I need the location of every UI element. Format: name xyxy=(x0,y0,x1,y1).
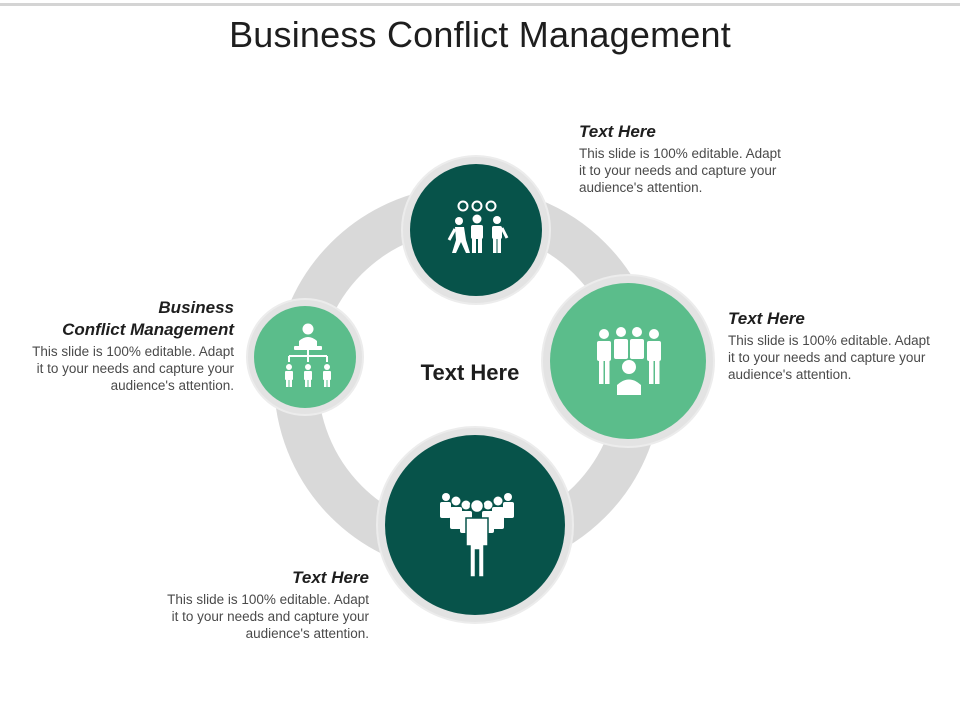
body-line: audience's attention. xyxy=(728,367,852,382)
body-line: it to your needs and capture your xyxy=(36,361,234,376)
text-block-heading-line: Business xyxy=(158,298,234,317)
body-line: This slide is 100% editable. Adapt xyxy=(579,146,781,161)
node-top xyxy=(401,155,551,305)
body-line: audience's attention. xyxy=(110,378,234,393)
team-ideas-icon xyxy=(447,200,509,253)
body-line: This slide is 100% editable. Adapt xyxy=(728,333,930,348)
center-label: Text Here xyxy=(420,360,520,385)
text-block-body: This slide is 100% editable. Adapt it to… xyxy=(140,591,369,642)
text-block-left: Business Conflict Management This slide … xyxy=(10,297,234,394)
text-block-body: This slide is 100% editable. Adapt it to… xyxy=(10,343,234,394)
text-block-heading: Text Here xyxy=(579,122,656,141)
body-line: audience's attention. xyxy=(579,180,703,195)
text-block-heading-line: Conflict Management xyxy=(62,320,234,339)
body-line: it to your needs and capture your xyxy=(728,350,926,365)
body-line: This slide is 100% editable. Adapt xyxy=(32,344,234,359)
slide-title: Business Conflict Management xyxy=(229,14,731,55)
org-hierarchy-icon xyxy=(285,323,331,387)
body-line: audience's attention. xyxy=(245,626,369,641)
text-block-top: Text Here This slide is 100% editable. A… xyxy=(579,121,809,196)
text-block-body: This slide is 100% editable. Adapt it to… xyxy=(579,145,809,196)
team-meeting-icon xyxy=(597,327,661,395)
leader-group-icon xyxy=(440,493,514,578)
text-block-bottom: Text Here This slide is 100% editable. A… xyxy=(140,567,369,642)
node-bottom xyxy=(376,426,574,624)
node-left xyxy=(246,298,364,416)
text-block-right: Text Here This slide is 100% editable. A… xyxy=(728,308,956,383)
body-line: it to your needs and capture your xyxy=(579,163,777,178)
node-right xyxy=(541,274,715,448)
body-line: it to your needs and capture your xyxy=(171,609,369,624)
text-block-heading: Text Here xyxy=(728,309,805,328)
text-block-body: This slide is 100% editable. Adapt it to… xyxy=(728,332,956,383)
body-line: This slide is 100% editable. Adapt xyxy=(167,592,369,607)
text-block-heading: Text Here xyxy=(292,568,369,587)
top-divider-line xyxy=(0,3,960,6)
